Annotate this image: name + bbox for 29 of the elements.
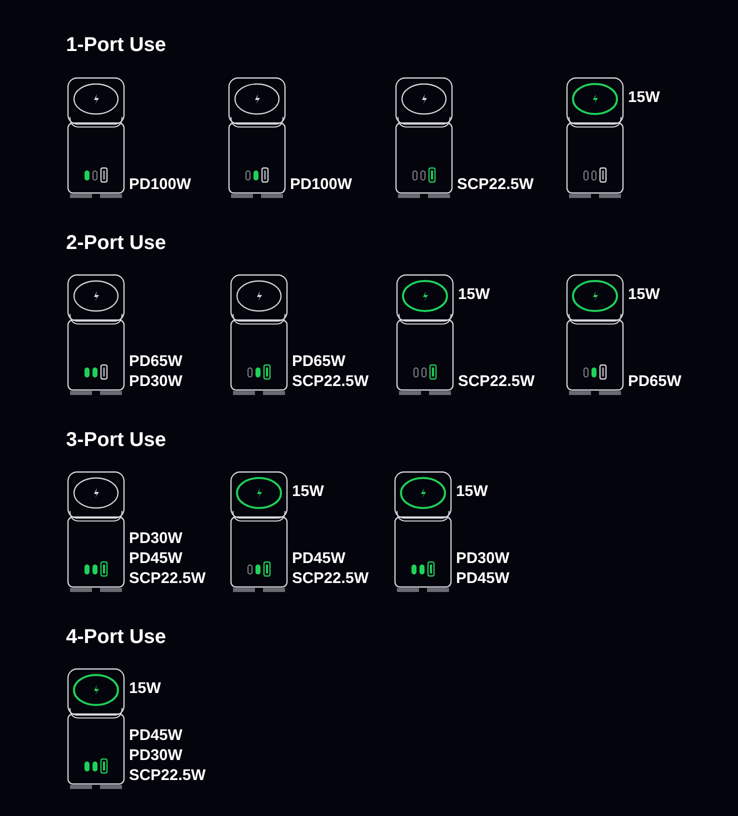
power-label: PD30W: [456, 549, 510, 568]
power-label: SCP22.5W: [457, 175, 534, 194]
power-label: PD100W: [129, 175, 192, 194]
power-label: PD30W: [129, 372, 182, 391]
section-heading: 3-Port Use: [66, 429, 166, 452]
power-label: PD65W: [129, 352, 182, 371]
section-heading: 2-Port Use: [66, 232, 166, 255]
power-label: SCP22.5W: [129, 766, 206, 785]
power-label: 15W: [456, 482, 488, 501]
power-label: 15W: [458, 285, 490, 304]
power-label: PD30W: [129, 746, 184, 765]
power-label: SCP22.5W: [458, 372, 535, 391]
power-label: 15W: [129, 679, 161, 698]
power-label: PD65W: [628, 372, 682, 391]
power-label: 15W: [628, 88, 660, 107]
power-label: PD30W: [129, 529, 184, 548]
power-label: PD100W: [290, 175, 352, 194]
section-heading: 1-Port Use: [66, 34, 166, 57]
power-label: 15W: [628, 285, 660, 304]
power-label: SCP22.5W: [292, 569, 369, 588]
power-label: PD65W: [292, 352, 346, 371]
power-label: SCP22.5W: [292, 372, 369, 391]
power-label: SCP22.5W: [129, 569, 206, 588]
section-heading: 4-Port Use: [66, 626, 166, 649]
power-label: PD45W: [129, 549, 184, 568]
power-label: 15W: [292, 482, 324, 501]
power-label: PD45W: [456, 569, 510, 588]
power-label: PD45W: [292, 549, 346, 568]
power-label: PD45W: [129, 726, 184, 745]
